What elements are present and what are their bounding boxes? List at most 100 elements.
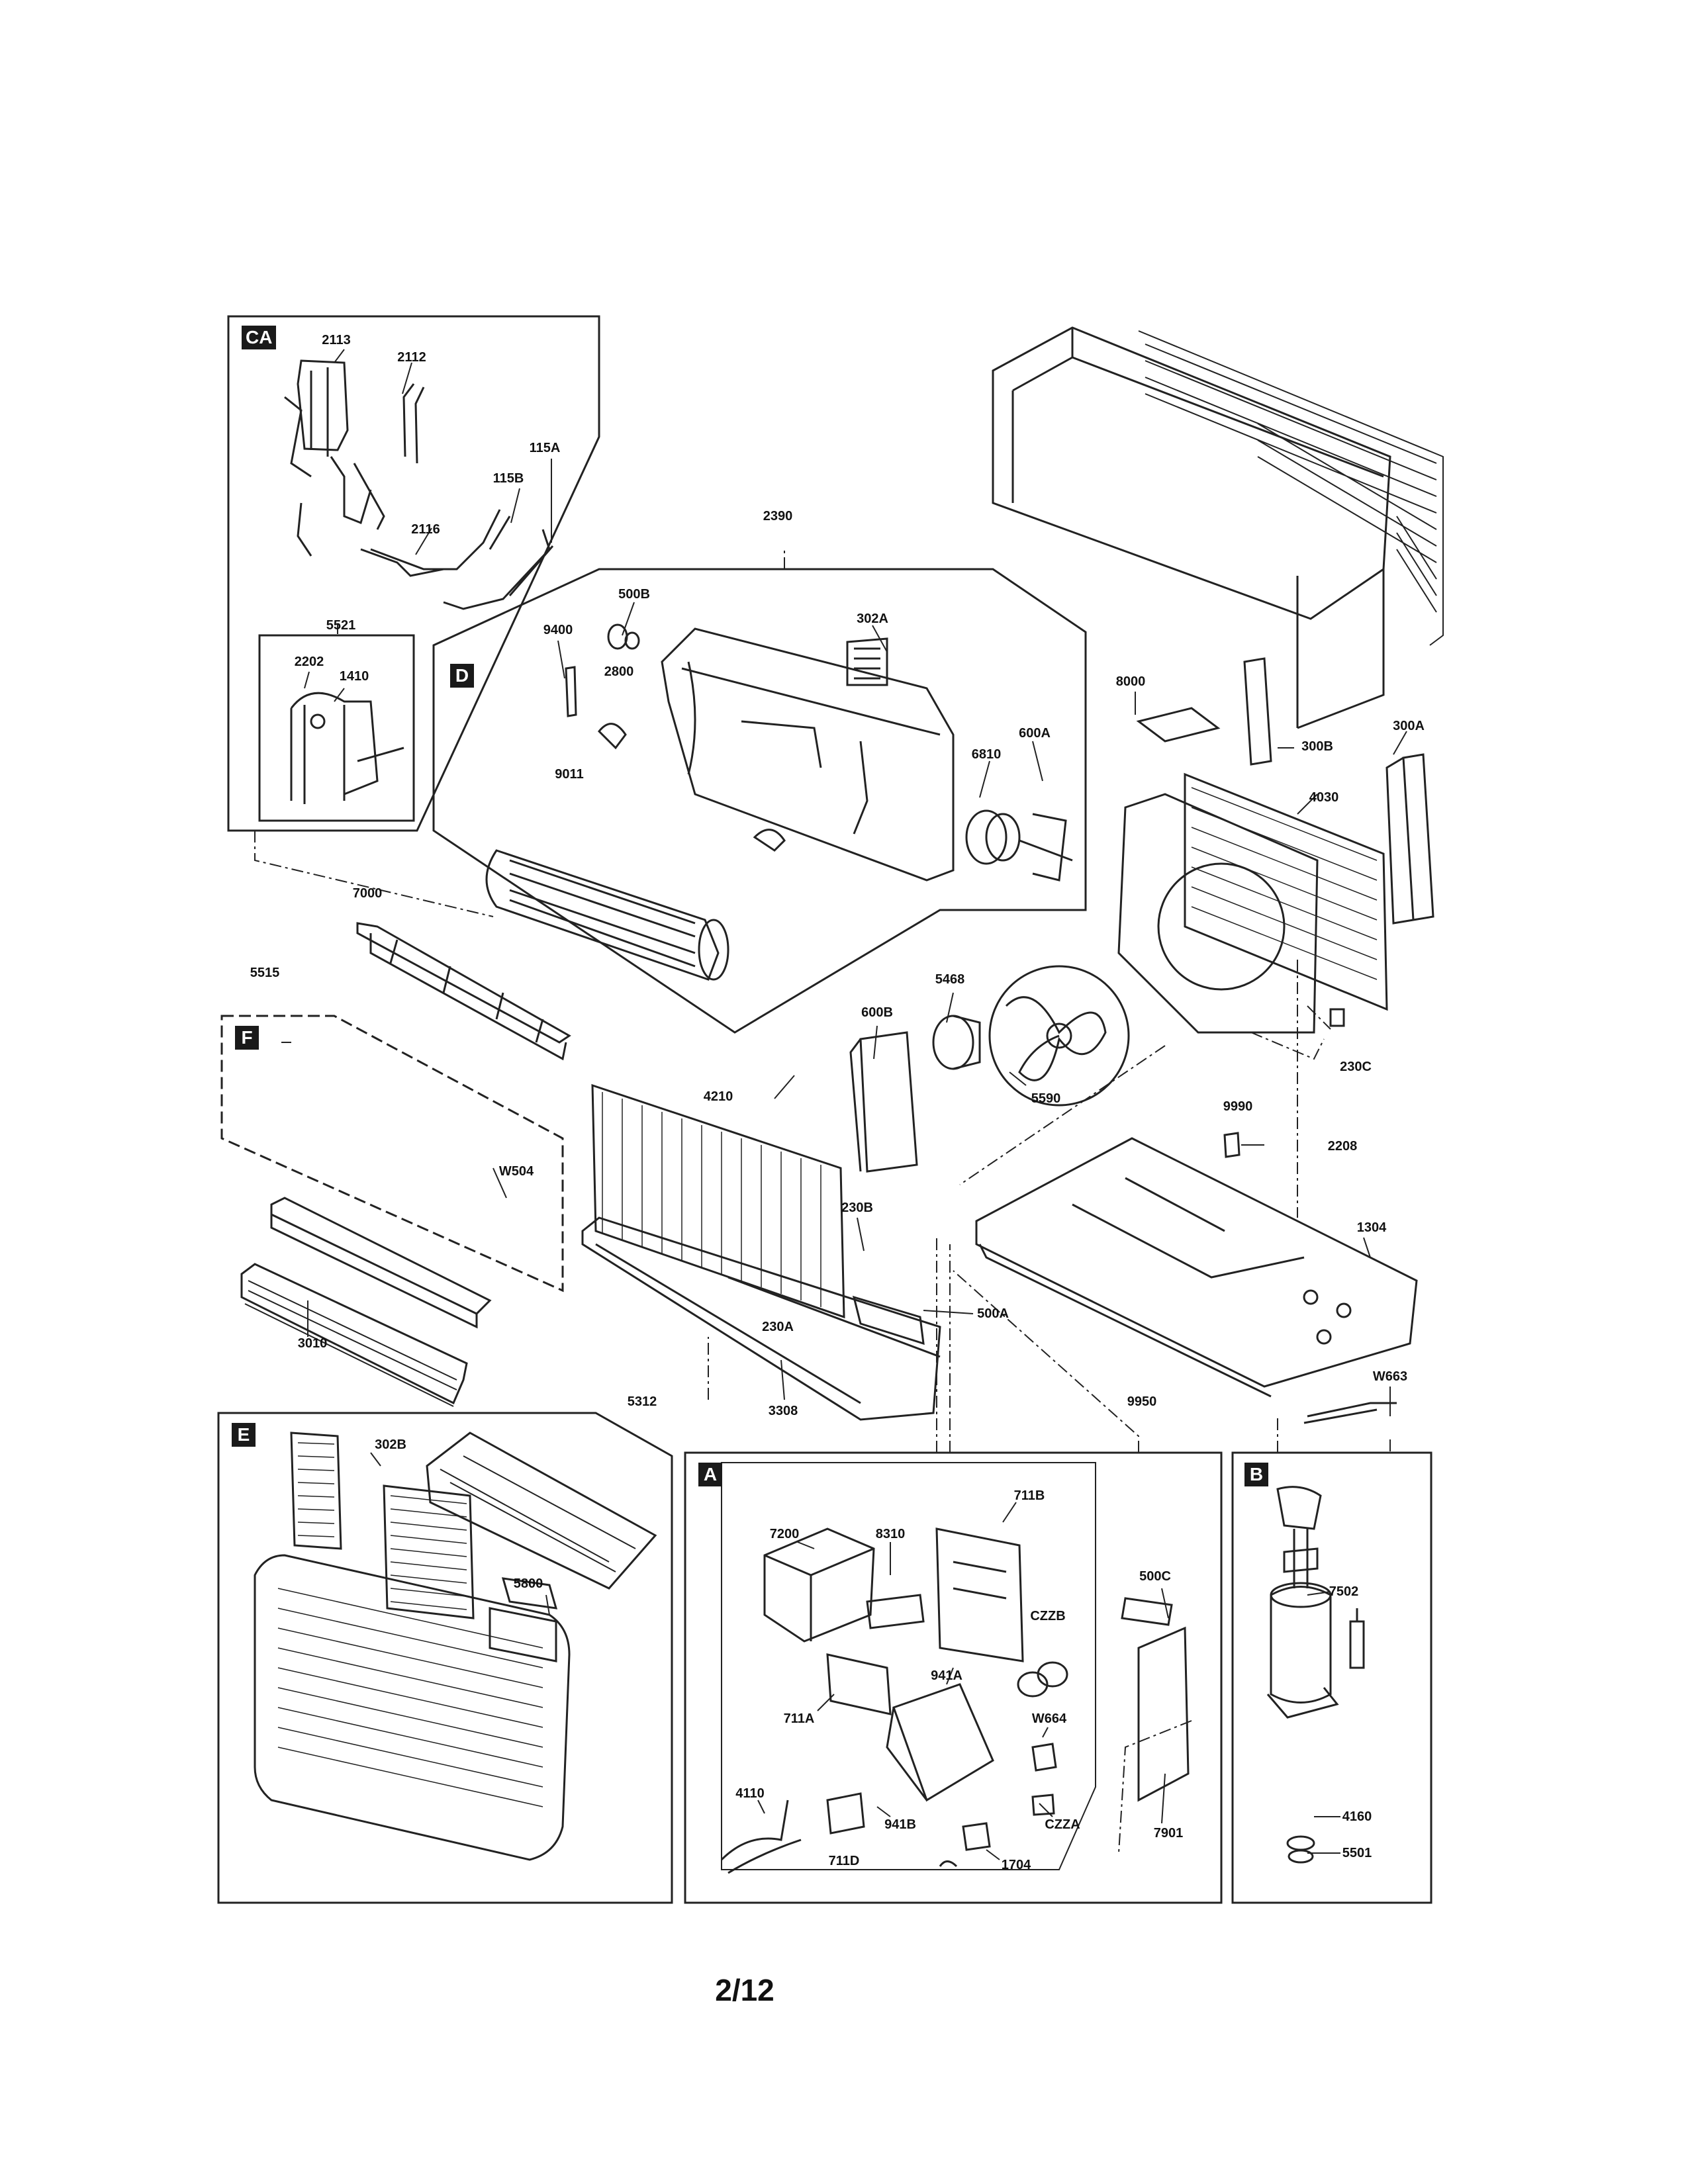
callout-711B: 711B xyxy=(1013,1488,1045,1503)
callout-941B: 941B xyxy=(884,1817,916,1832)
callout-3010: 3010 xyxy=(297,1336,328,1351)
callout-W663: W663 xyxy=(1372,1369,1408,1384)
callout-9400: 9400 xyxy=(543,623,573,637)
callout-2112: 2112 xyxy=(397,350,426,365)
callout-941A: 941A xyxy=(931,1668,962,1683)
board-8310 xyxy=(866,1594,925,1629)
tube-2116 xyxy=(360,548,444,577)
callout-5521: 5521 xyxy=(326,618,356,633)
section-a-inner-frame xyxy=(721,1462,1096,1870)
callout-6810: 6810 xyxy=(971,747,1002,762)
callout-2208: 2208 xyxy=(1327,1139,1358,1154)
callout-5590: 5590 xyxy=(1031,1091,1061,1106)
bracket-8000 xyxy=(1136,707,1221,743)
callout-7502: 7502 xyxy=(1329,1584,1359,1599)
section-label-a: A xyxy=(698,1463,722,1486)
callout-W664: W664 xyxy=(1031,1711,1067,1726)
callout-230C: 230C xyxy=(1340,1060,1372,1074)
callout-2800: 2800 xyxy=(604,664,634,679)
assembly-5521 xyxy=(290,692,404,804)
callout-230B: 230B xyxy=(841,1201,873,1215)
callout-9990: 9990 xyxy=(1223,1099,1253,1114)
motor-mount-600B xyxy=(849,1031,918,1173)
tube-2112 xyxy=(402,383,425,464)
louver-3010 xyxy=(240,1263,468,1407)
board-711D xyxy=(826,1792,865,1835)
section-b-frame xyxy=(1231,1451,1432,1904)
grille-7000 xyxy=(356,922,571,1061)
section-label-b: B xyxy=(1244,1463,1268,1486)
clip-lower xyxy=(753,829,786,852)
callout-300B: 300B xyxy=(1301,739,1333,754)
bracket-941A xyxy=(886,1683,994,1802)
callout-2390: 2390 xyxy=(763,509,793,523)
callout-600A: 600A xyxy=(1019,726,1051,741)
section-ca-frame xyxy=(227,315,600,832)
clip-230C xyxy=(1329,1008,1345,1027)
callout-4030: 4030 xyxy=(1309,790,1339,805)
side-panel-300B xyxy=(1243,657,1272,766)
callout-500B: 500B xyxy=(618,587,650,602)
callout-3308: 3308 xyxy=(768,1404,798,1418)
section-label-ca: CA xyxy=(242,326,277,349)
drain-pan-3308 xyxy=(581,1216,941,1421)
clip-A xyxy=(939,1860,958,1868)
bracket-500A xyxy=(852,1295,925,1345)
bracket-9400 xyxy=(565,666,577,717)
callout-9011: 9011 xyxy=(555,767,584,782)
filter-302B-a xyxy=(290,1432,342,1550)
section-label-e: E xyxy=(232,1423,256,1447)
front-panel xyxy=(254,1554,571,1861)
section-label-d: D xyxy=(450,664,474,688)
callout-2116: 2116 xyxy=(411,522,440,537)
callout-302B: 302B xyxy=(375,1437,406,1452)
callout-4160: 4160 xyxy=(1342,1809,1372,1824)
callout-115B: 115B xyxy=(492,471,524,486)
shroud-9990 xyxy=(1117,793,1319,1034)
discharge-grille-5312 xyxy=(426,1432,657,1590)
board-711A xyxy=(826,1653,892,1715)
callout-CZZA: CZZA xyxy=(1045,1817,1080,1832)
section-5521-frame xyxy=(258,634,415,822)
callout-9950: 9950 xyxy=(1127,1394,1157,1409)
wall-sleeve-cabinet xyxy=(992,326,1391,729)
plate-7901 xyxy=(1137,1626,1190,1802)
callout-1304: 1304 xyxy=(1356,1220,1387,1235)
fan-motor-5468 xyxy=(932,1015,981,1070)
callout-5468: 5468 xyxy=(935,972,965,987)
section-f-frame xyxy=(220,1015,564,1293)
wire-W663 xyxy=(1303,1402,1397,1424)
clip-2208 xyxy=(1223,1132,1241,1158)
callout-2113: 2113 xyxy=(322,333,351,347)
callout-8000: 8000 xyxy=(1115,674,1146,689)
callout-4110: 4110 xyxy=(735,1786,765,1801)
callout-5501: 5501 xyxy=(1342,1846,1372,1860)
callout-1704: 1704 xyxy=(1001,1858,1031,1872)
callout-711D: 711D xyxy=(828,1854,860,1868)
callout-500A: 500A xyxy=(977,1306,1009,1321)
filter-302B-b xyxy=(383,1484,475,1619)
side-panel-300A xyxy=(1385,753,1434,925)
callout-1410: 1410 xyxy=(339,669,369,684)
callout-W504: W504 xyxy=(498,1164,534,1179)
rear-grille xyxy=(1138,330,1444,646)
tube-115A xyxy=(443,529,554,610)
section-a-frame xyxy=(684,1451,1223,1904)
callout-7200: 7200 xyxy=(769,1527,800,1541)
filter-302A xyxy=(846,637,888,686)
callout-4210: 4210 xyxy=(703,1089,733,1104)
clip xyxy=(597,723,627,750)
callout-600B: 600B xyxy=(861,1005,893,1020)
base-pan-1304 xyxy=(975,1137,1418,1398)
reversing-valve-tubing xyxy=(284,359,385,557)
control-box-7200 xyxy=(763,1527,875,1643)
callout-230A: 230A xyxy=(762,1320,794,1334)
callout-300A: 300A xyxy=(1393,719,1425,733)
section-label-f: F xyxy=(235,1026,259,1050)
blower-wheel-9011 xyxy=(485,849,729,981)
callout-7000: 7000 xyxy=(352,886,383,901)
callout-5800: 5800 xyxy=(513,1576,543,1591)
callout-5312: 5312 xyxy=(627,1394,657,1409)
